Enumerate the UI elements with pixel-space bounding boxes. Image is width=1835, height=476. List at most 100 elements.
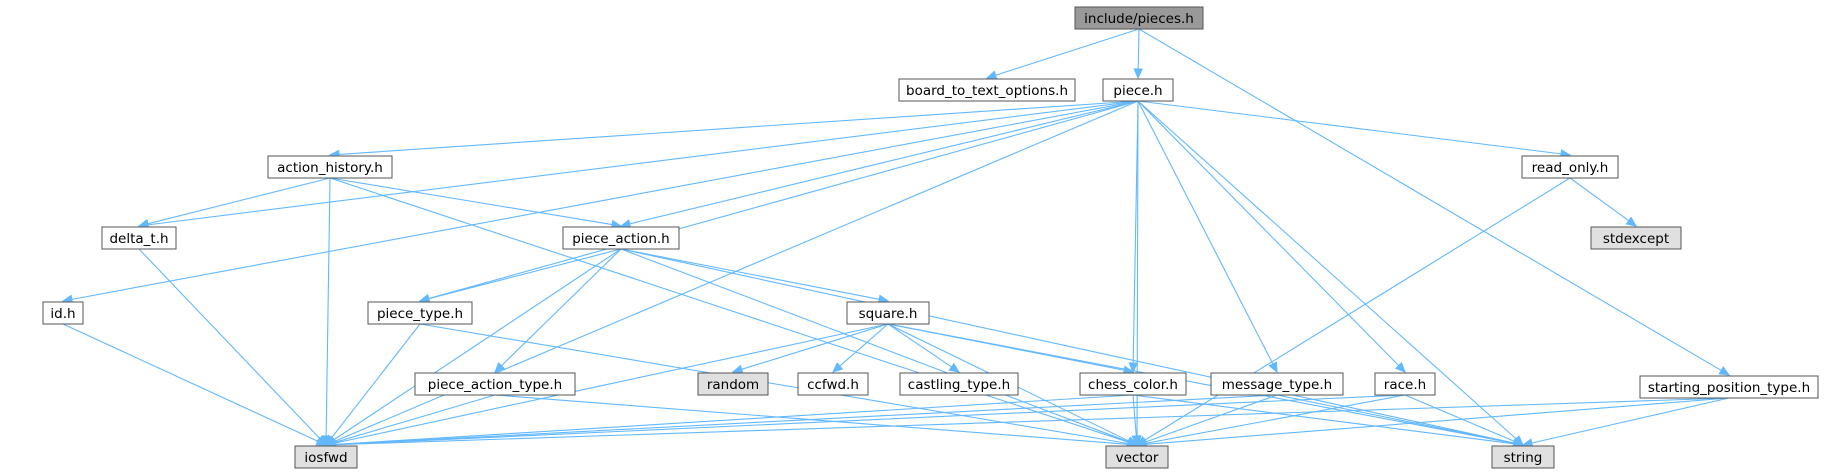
edge-line [501,248,622,367]
node-id[interactable]: id.h [42,301,84,325]
node-chess-color[interactable]: chess_color.h [1079,372,1187,396]
node-box [846,301,930,325]
edge-line [428,248,622,300]
node-stdexcept[interactable]: stdexcept [1590,226,1682,250]
node-random[interactable]: random [697,372,769,396]
node-label: action_history.h [277,160,383,176]
node-label: chess_color.h [1088,377,1178,393]
edge-piece-to-race [1137,100,1406,373]
edge-arrowhead [1718,366,1731,376]
node-read-only[interactable]: read_only.h [1521,155,1619,179]
edge-line [1276,394,1515,444]
edge-line [334,397,1730,446]
node-board[interactable]: board_to_text_options.h [898,78,1076,102]
edge-piece_action_type-to-vector [494,394,1139,450]
node-action-history[interactable]: action_history.h [267,155,393,179]
edges-layer [61,28,1731,450]
node-piece-action[interactable]: piece_action.h [562,226,680,250]
node-box [697,372,769,396]
edge-starting-to-vector [1135,397,1730,450]
node-castling[interactable]: castling_type.h [899,372,1019,396]
edge-line [1569,177,1630,222]
node-label: square.h [859,306,918,322]
node-message-type[interactable]: message_type.h [1210,372,1344,396]
edge-line [1404,394,1515,442]
edge-race-to-string [1404,394,1525,446]
node-label: ccfwd.h [807,377,859,393]
node-label: starting_position_type.h [1648,380,1810,396]
edge-line [741,323,889,370]
edge-arrowhead [1133,68,1143,80]
node-vector[interactable]: vector [1105,445,1169,469]
node-box [797,372,869,396]
node-box [899,372,1019,396]
edge-arrowhead [985,70,998,80]
node-piece-action-type[interactable]: piece_action_type.h [414,372,576,396]
edge-line [620,248,1129,443]
node-race[interactable]: race.h [1374,372,1436,396]
node-iosfwd[interactable]: iosfwd [294,445,358,469]
edge-piece-to-message_type [1137,100,1278,374]
edge-arrowhead [1268,361,1278,374]
node-box [1590,226,1682,250]
edge-piece-to-piece_type [418,100,1139,304]
edge-arrowhead [418,294,431,304]
edge-line [325,177,331,437]
node-label: string [1504,450,1543,466]
edge-arrowhead [731,364,744,374]
edge-arrowhead [315,436,328,446]
edge-line [1132,394,1515,445]
edge-line [1145,394,1278,443]
edge-line [1145,394,1406,444]
edge-arrowhead [1131,435,1141,447]
edge-arrowhead [1394,361,1406,373]
edge-pieces-to-piece [1133,28,1143,80]
edge-line [620,248,1515,444]
node-box [1210,372,1344,396]
node-label: random [707,377,759,393]
node-label: delta_t.h [109,231,168,247]
edge-line [147,100,1139,226]
node-label: castling_type.h [908,377,1010,393]
node-pieces[interactable]: include/pieces.h [1074,6,1204,30]
edge-action_history-to-piece_action [329,177,623,230]
edge-square-to-ccfwd [832,323,889,373]
node-delta-t[interactable]: delta_t.h [101,226,177,250]
edge-piece_action-to-piece_type [418,248,622,304]
edge-piece-to-action_history [328,100,1139,160]
edge-line [1137,28,1140,70]
edge-line [334,394,1134,445]
edge-piece_type-to-iosfwd [325,323,421,446]
node-piece[interactable]: piece.h [1102,78,1174,102]
node-piece-type[interactable]: piece_type.h [367,301,473,325]
node-label: iosfwd [304,450,347,466]
node-label: read_only.h [1532,160,1609,176]
edge-line [620,248,880,300]
edge-piece-to-chess_color [1128,100,1139,374]
node-box [1102,78,1174,102]
edge-arrowhead [1128,362,1138,374]
edge-line [1132,394,1137,437]
edge-line [887,323,1515,444]
node-label: board_to_text_options.h [906,83,1068,99]
edge-line [329,177,613,226]
node-label: id.h [50,306,75,322]
node-string[interactable]: string [1491,445,1555,469]
edge-line [334,394,1406,446]
node-starting[interactable]: starting_position_type.h [1639,375,1819,399]
edge-starting-to-string [1521,397,1730,448]
edge-line [1138,28,1722,371]
edge-pieces-to-starting [1138,28,1731,376]
node-box [1639,375,1819,399]
edge-piece-to-piece_action [619,100,1139,229]
edge-line [338,100,1139,155]
node-square[interactable]: square.h [846,301,930,325]
node-box [101,226,177,250]
edge-line [333,248,622,441]
edge-line [1145,397,1730,445]
edge-line [428,100,1139,300]
node-box [1374,372,1436,396]
node-ccfwd[interactable]: ccfwd.h [797,372,869,396]
